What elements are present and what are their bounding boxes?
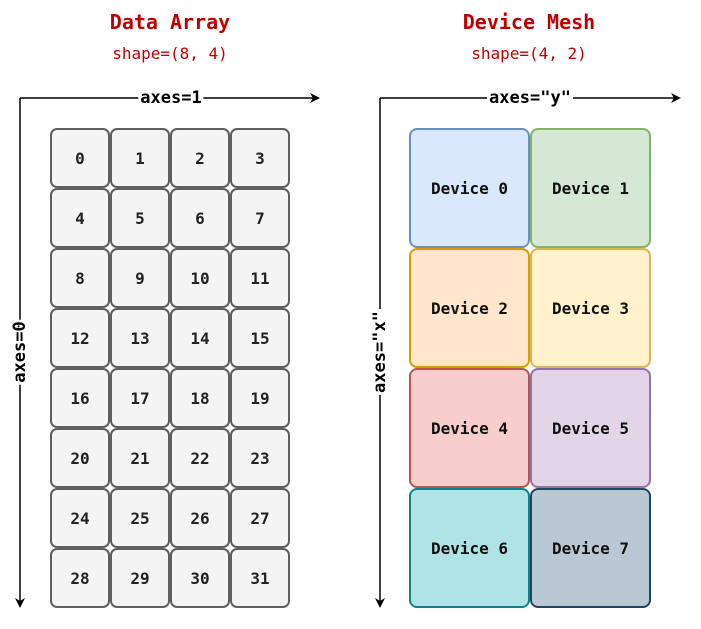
data-axis-1-label: axes=1: [138, 88, 204, 108]
data-cell-22: 22: [170, 428, 230, 488]
device-mesh-title: Device Mesh: [462, 10, 596, 34]
data-cell-20: 20: [50, 428, 110, 488]
data-cell-6: 6: [170, 188, 230, 248]
data-cell-26: 26: [170, 488, 230, 548]
mesh-axis-y-label: axes="y": [487, 88, 573, 108]
device-cell-3: Device 3: [530, 248, 651, 368]
data-cell-3: 3: [230, 128, 290, 188]
device-cell-2: Device 2: [409, 248, 530, 368]
data-cell-1: 1: [110, 128, 170, 188]
device-cell-7: Device 7: [530, 488, 651, 608]
data-cell-27: 27: [230, 488, 290, 548]
data-cell-31: 31: [230, 548, 290, 608]
data-cell-30: 30: [170, 548, 230, 608]
data-cell-18: 18: [170, 368, 230, 428]
data-cell-17: 17: [110, 368, 170, 428]
data-cell-10: 10: [170, 248, 230, 308]
data-cell-24: 24: [50, 488, 110, 548]
data-cell-2: 2: [170, 128, 230, 188]
device-cell-5: Device 5: [530, 368, 651, 488]
data-cell-0: 0: [50, 128, 110, 188]
data-cell-7: 7: [230, 188, 290, 248]
data-cell-14: 14: [170, 308, 230, 368]
data-cell-5: 5: [110, 188, 170, 248]
device-cell-0: Device 0: [409, 128, 530, 248]
data-cell-23: 23: [230, 428, 290, 488]
device-cell-4: Device 4: [409, 368, 530, 488]
data-cell-16: 16: [50, 368, 110, 428]
data-cell-4: 4: [50, 188, 110, 248]
data-cell-25: 25: [110, 488, 170, 548]
data-array-shape: shape=(8, 4): [112, 44, 228, 63]
data-cell-11: 11: [230, 248, 290, 308]
device-mesh-shape: shape=(4, 2): [471, 44, 587, 63]
device-cell-6: Device 6: [409, 488, 530, 608]
data-cell-8: 8: [50, 248, 110, 308]
data-cell-19: 19: [230, 368, 290, 428]
data-cell-13: 13: [110, 308, 170, 368]
data-array-title: Data Array: [109, 10, 231, 34]
data-cell-15: 15: [230, 308, 290, 368]
data-cell-12: 12: [50, 308, 110, 368]
data-cell-21: 21: [110, 428, 170, 488]
device-cell-1: Device 1: [530, 128, 651, 248]
data-axis-0-label: axes=0: [10, 319, 30, 385]
data-cell-28: 28: [50, 548, 110, 608]
mesh-axis-x-label: axes="x": [370, 309, 390, 395]
data-cell-9: 9: [110, 248, 170, 308]
data-cell-29: 29: [110, 548, 170, 608]
